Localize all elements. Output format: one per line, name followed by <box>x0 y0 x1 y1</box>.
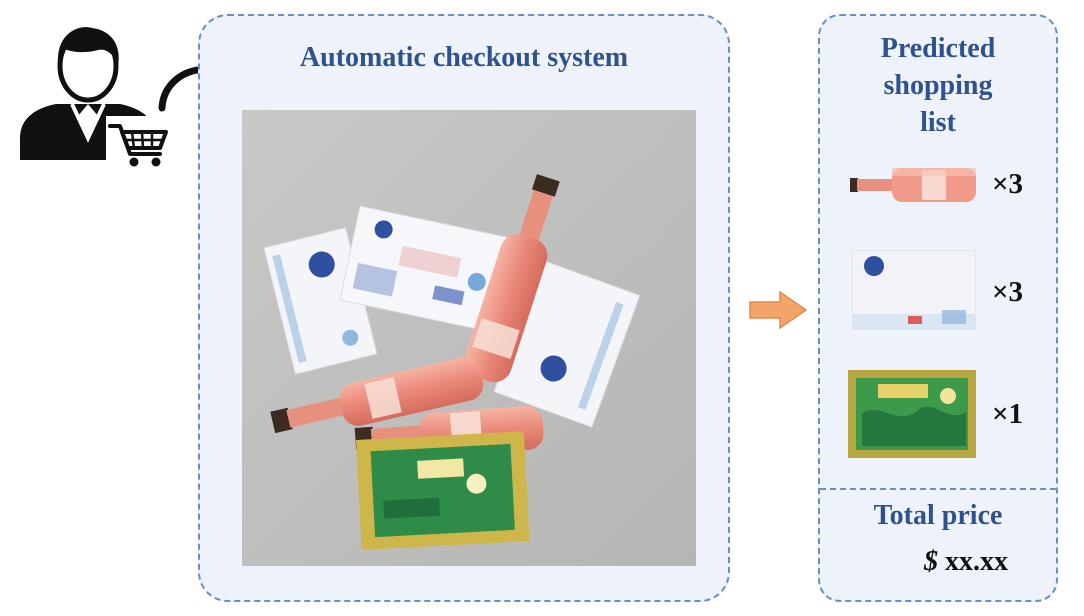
item-quantity: ×3 <box>992 276 1024 308</box>
tissue-pack-icon <box>852 250 976 330</box>
shopping-list-title: Predicted shopping list <box>820 30 1056 141</box>
rio-bottle-item <box>270 357 484 434</box>
item-quantity: ×1 <box>992 398 1024 430</box>
checkout-title: Automatic checkout system <box>299 42 629 73</box>
shopping-list-title-line: shopping <box>883 70 993 101</box>
right-arrow-icon <box>749 290 808 330</box>
item-quantity: ×3 <box>992 168 1024 200</box>
total-price-label: Total price <box>873 500 1003 531</box>
rio-bottle-icon <box>850 168 976 202</box>
checkout-tray-photo <box>242 110 696 566</box>
currency-symbol: $ <box>924 546 938 577</box>
tea-box-item <box>356 431 530 550</box>
total-price-amount: xx.xx <box>945 546 1008 577</box>
tea-box-icon <box>848 370 976 458</box>
rio-bottle-item <box>464 174 560 383</box>
panel-divider <box>820 488 1056 490</box>
shopping-list-title-line: Predicted <box>880 33 996 64</box>
shopping-list-title-line: list <box>920 107 956 138</box>
shopper-with-cart-icon <box>20 27 170 168</box>
total-price-value: $ xx.xx <box>924 546 1008 578</box>
shopping-cart-icon <box>106 116 170 168</box>
tissue-pack-item <box>339 205 508 332</box>
